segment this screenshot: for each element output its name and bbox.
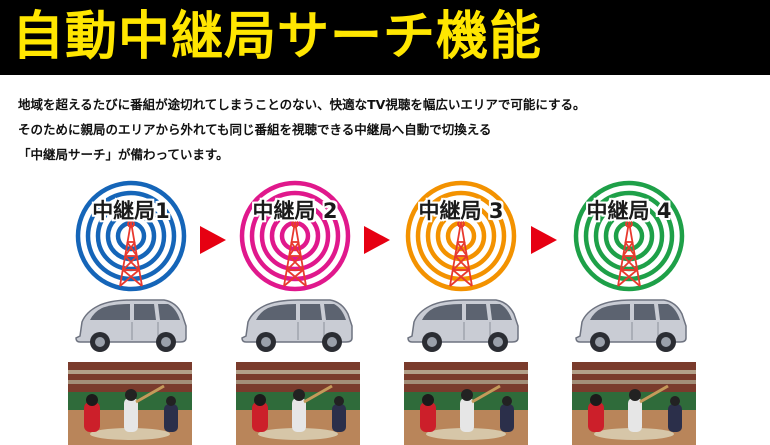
station-4: 中継局 4: [573, 180, 685, 292]
signal-rings-icon: [239, 180, 351, 292]
baseball-photo: [404, 362, 528, 445]
station-label: 中継局 4: [586, 199, 672, 223]
description-line-1: 地域を超えるたびに番組が途切れてしまうことのない、快適なTV視聴を幅広いエリアで…: [18, 97, 586, 112]
antenna-tower-icon: [282, 211, 308, 287]
arrow-right-icon: [200, 226, 226, 254]
baseball-photo: [68, 362, 192, 445]
header-banner: 自動中継局サーチ機能: [0, 0, 770, 75]
antenna-tower-icon: [118, 211, 144, 287]
description-line-2: そのために親局のエリアから外れても同じ番組を視聴できる中継局へ自動で切換える: [18, 122, 492, 137]
antenna-tower-icon: [616, 211, 642, 287]
minivan-icon: [75, 299, 187, 352]
station-1: 中継局1: [75, 180, 187, 292]
minivan-icon: [407, 299, 519, 352]
minivan-icon: [241, 299, 353, 352]
arrow-right-icon: [531, 226, 557, 254]
station-3: 中継局 3: [405, 180, 517, 292]
minivan-icon: [575, 299, 687, 352]
station-2: 中継局 2: [239, 180, 351, 292]
description-line-3: 「中継局サーチ」が備わっています。: [18, 147, 229, 162]
signal-rings-icon: [573, 180, 685, 292]
baseball-photo: [236, 362, 360, 445]
antenna-tower-icon: [448, 211, 474, 287]
arrow-right-icon: [364, 226, 390, 254]
signal-rings-icon: [75, 180, 187, 292]
signal-rings-icon: [405, 180, 517, 292]
station-label: 中継局 3: [418, 199, 504, 223]
station-label: 中継局1: [92, 199, 170, 223]
station-label: 中継局 2: [252, 199, 338, 223]
baseball-photo: [572, 362, 696, 445]
description: 地域を超えるたびに番組が途切れてしまうことのない、快適なTV視聴を幅広いエリアで…: [18, 92, 758, 167]
page-title: 自動中継局サーチ機能: [12, 7, 543, 67]
